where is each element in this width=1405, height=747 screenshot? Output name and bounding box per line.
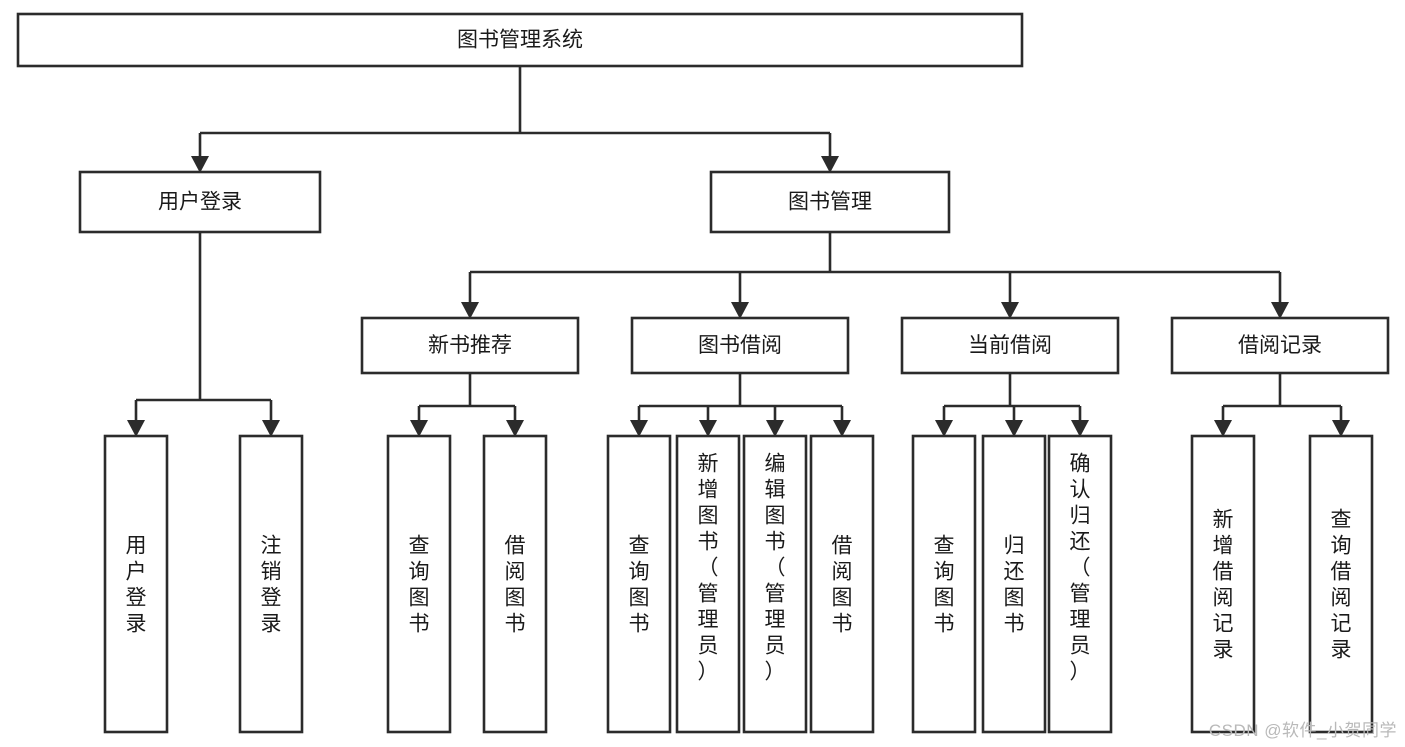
node-book-manage-label: 图书管理 [788,191,872,214]
node-leaf-return-book[interactable]: 归还图书 [981,434,1047,734]
nodes-layer: 图书管理系统用户登录图书管理新书推荐图书借阅当前借阅借阅记录用户登录注销登录查询… [16,12,1390,734]
node-leaf-query-book-2-label: 查询图书 [629,534,650,635]
connector-current-borrow [935,373,1089,437]
node-leaf-query-record[interactable]: 查询借阅记录 [1308,434,1374,734]
connector-book-manage [461,232,1289,319]
node-leaf-query-record-box [1308,434,1374,734]
connector-root [191,66,839,173]
node-book-borrow-label: 图书借阅 [698,334,782,357]
node-leaf-borrow-book-2-label: 借阅图书 [832,534,853,635]
node-leaf-borrow-book-2-box [809,434,875,734]
node-leaf-add-record[interactable]: 新增借阅记录 [1190,434,1256,734]
node-leaf-query-book-1-label: 查询图书 [409,534,430,635]
arrow-head-icon [1005,420,1023,437]
node-leaf-add-record-label: 新增借阅记录 [1213,508,1234,661]
node-leaf-confirm-return[interactable]: 确认归还（管理员） [1047,434,1113,734]
node-leaf-borrow-book-1[interactable]: 借阅图书 [482,434,548,734]
arrow-head-icon [821,156,839,173]
node-leaf-confirm-return-box [1047,434,1113,734]
node-book-manage[interactable]: 图书管理 [709,170,951,234]
arrow-head-icon [127,420,145,437]
node-new-book-rec-label: 新书推荐 [428,334,512,357]
node-leaf-query-book-3[interactable]: 查询图书 [911,434,977,734]
node-leaf-query-book-3-label: 查询图书 [934,534,955,635]
node-leaf-add-record-box [1190,434,1256,734]
node-leaf-return-book-label: 归还图书 [1004,534,1025,635]
arrow-head-icon [731,302,749,319]
node-leaf-edit-book-box [742,434,808,734]
node-leaf-user-logout-box [238,434,304,734]
node-borrow-record-box [1170,316,1390,375]
node-user-login-label: 用户登录 [158,191,242,214]
node-root[interactable]: 图书管理系统 [16,12,1024,68]
arrow-head-icon [766,420,784,437]
arrow-head-icon [410,420,428,437]
arrow-head-icon [191,156,209,173]
node-book-manage-box [709,170,951,234]
node-leaf-add-book[interactable]: 新增图书（管理员） [675,434,741,734]
node-current-borrow-box [900,316,1120,375]
connectors-layer [127,66,1350,437]
node-book-borrow[interactable]: 图书借阅 [630,316,850,375]
node-leaf-user-logout-label: 注销登录 [261,534,282,635]
node-root-label: 图书管理系统 [457,29,583,52]
node-leaf-query-book-2-box [606,434,672,734]
node-leaf-borrow-book-1-label: 借阅图书 [505,534,526,635]
node-new-book-rec[interactable]: 新书推荐 [360,316,580,375]
node-book-borrow-box [630,316,850,375]
node-leaf-return-book-box [981,434,1047,734]
node-leaf-query-book-3-box [911,434,977,734]
node-leaf-confirm-return-label: 确认归还（管理员） [1070,452,1091,683]
arrow-head-icon [935,420,953,437]
node-leaf-add-book-box [675,434,741,734]
node-root-box [16,12,1024,68]
node-borrow-record-label: 借阅记录 [1238,334,1322,357]
node-leaf-query-book-2[interactable]: 查询图书 [606,434,672,734]
arrow-head-icon [1271,302,1289,319]
arrow-head-icon [461,302,479,319]
arrow-head-icon [262,420,280,437]
watermark-label: CSDN @软件_小贺同学 [1208,721,1397,740]
connector-user-login [127,232,280,437]
arrow-head-icon [1001,302,1019,319]
node-leaf-user-login-box [103,434,169,734]
arrow-head-icon [506,420,524,437]
node-current-borrow[interactable]: 当前借阅 [900,316,1120,375]
arrow-head-icon [1214,420,1232,437]
node-current-borrow-label: 当前借阅 [968,334,1052,357]
node-leaf-query-book-1-box [386,434,452,734]
node-leaf-user-login-label: 用户登录 [126,534,147,635]
node-leaf-add-book-label: 新增图书（管理员） [698,452,719,683]
arrow-head-icon [1332,420,1350,437]
arrow-head-icon [699,420,717,437]
node-new-book-rec-box [360,316,580,375]
node-leaf-borrow-book-2[interactable]: 借阅图书 [809,434,875,734]
arrow-head-icon [1071,420,1089,437]
connector-book-borrow [630,373,851,437]
node-leaf-user-logout[interactable]: 注销登录 [238,434,304,734]
connector-borrow-record [1214,373,1350,437]
node-borrow-record[interactable]: 借阅记录 [1170,316,1390,375]
arrow-head-icon [833,420,851,437]
node-leaf-edit-book-label: 编辑图书（管理员） [765,452,786,683]
connector-new-book-rec [410,373,524,437]
node-user-login[interactable]: 用户登录 [78,170,322,234]
node-leaf-borrow-book-1-box [482,434,548,734]
node-leaf-edit-book[interactable]: 编辑图书（管理员） [742,434,808,734]
node-leaf-user-login[interactable]: 用户登录 [103,434,169,734]
node-leaf-query-book-1[interactable]: 查询图书 [386,434,452,734]
arrow-head-icon [630,420,648,437]
node-user-login-box [78,170,322,234]
node-leaf-query-record-label: 查询借阅记录 [1331,508,1352,661]
